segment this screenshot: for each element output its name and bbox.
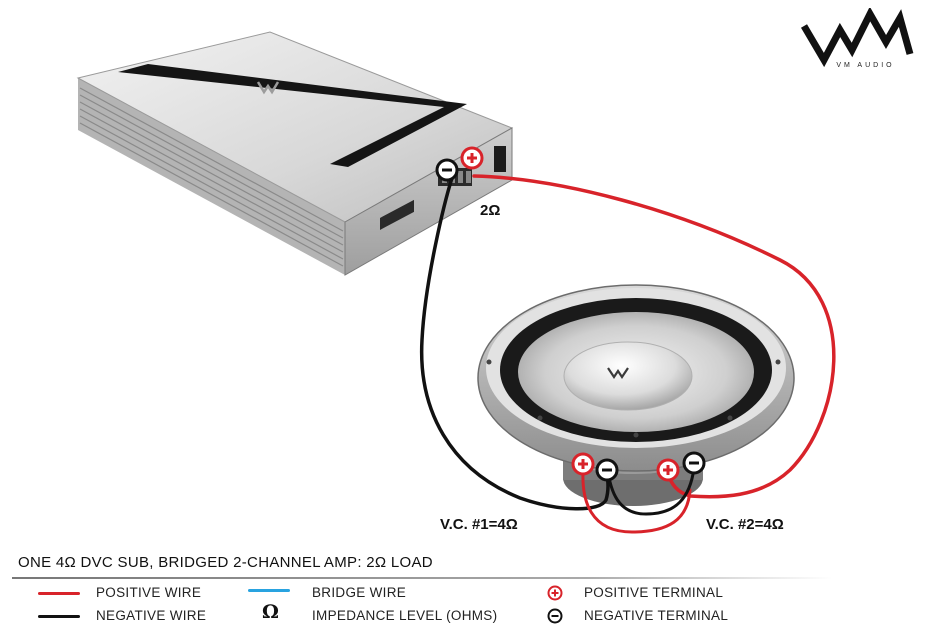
sub-screws bbox=[486, 359, 781, 438]
vc2-positive-terminal bbox=[656, 458, 680, 482]
vc1-impedance-label: V.C. #1=4Ω bbox=[440, 516, 518, 533]
sub-logo bbox=[607, 367, 629, 379]
jumper-wire-vc1-pos bbox=[581, 470, 692, 534]
subwoofer bbox=[477, 284, 795, 506]
legend-bridge-wire-swatch bbox=[248, 589, 290, 592]
terminals bbox=[435, 146, 706, 482]
amp-negative-terminal bbox=[435, 158, 459, 182]
amp-top-stripe bbox=[118, 64, 467, 167]
logo-wordmark: VM AUDIO bbox=[836, 62, 895, 69]
amp-load-label: 2Ω bbox=[480, 202, 501, 219]
legend-negative-terminal-icon bbox=[547, 608, 563, 624]
amp-power-terminal bbox=[494, 146, 506, 172]
amp-side bbox=[78, 78, 345, 275]
sub-dust-cap bbox=[563, 341, 693, 411]
amp-positive-terminal bbox=[460, 146, 484, 170]
amp-rca-connectors bbox=[380, 199, 414, 230]
legend-positive-wire-label: POSITIVE WIRE bbox=[96, 585, 202, 600]
vc1-positive-terminal bbox=[571, 452, 595, 476]
caption-divider bbox=[12, 577, 832, 579]
legend-bridge-wire-label: BRIDGE WIRE bbox=[312, 585, 407, 600]
vm-audio-logo bbox=[800, 8, 914, 68]
legend-positive-terminal-icon bbox=[547, 585, 563, 601]
vc2-impedance-label: V.C. #2=4Ω bbox=[706, 516, 784, 533]
amplifier bbox=[76, 31, 514, 276]
wires bbox=[419, 174, 836, 534]
legend-positive-wire-swatch bbox=[38, 592, 80, 595]
legend-positive-terminal-label: POSITIVE TERMINAL bbox=[584, 585, 724, 600]
legend-negative-wire-swatch bbox=[38, 615, 80, 618]
amp-cooling-fins bbox=[79, 87, 344, 267]
negative-wire-amp-to-vc1 bbox=[419, 176, 610, 511]
legend-negative-terminal-label: NEGATIVE TERMINAL bbox=[584, 608, 729, 623]
vc1-negative-terminal bbox=[595, 458, 619, 482]
jumper-wire-vc2-neg bbox=[606, 466, 696, 516]
legend-impedance-symbol: Ω bbox=[262, 601, 279, 623]
legend-impedance-label: IMPEDANCE LEVEL (OHMS) bbox=[312, 608, 498, 623]
diagram-caption: ONE 4Ω DVC SUB, BRIDGED 2-CHANNEL AMP: 2… bbox=[18, 554, 433, 571]
vc2-negative-terminal bbox=[682, 451, 706, 475]
legend-negative-wire-label: NEGATIVE WIRE bbox=[96, 608, 207, 623]
amp-logo bbox=[256, 81, 280, 95]
